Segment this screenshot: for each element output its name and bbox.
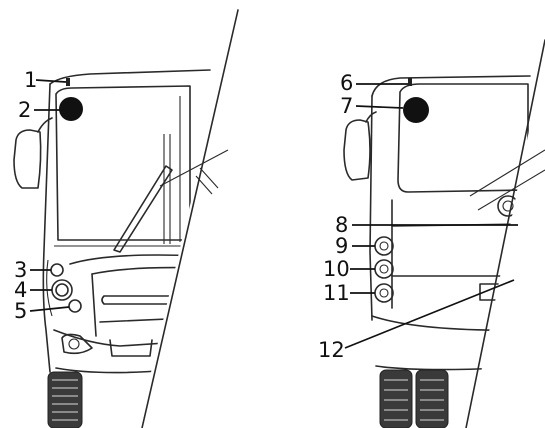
callout-label-3: 3 (14, 258, 27, 282)
callout-label-7: 7 (340, 94, 353, 118)
callout-12: 12 (318, 279, 515, 362)
callout-1: 1 (24, 68, 67, 92)
callout-label-5: 5 (14, 299, 27, 323)
callout-label-8: 8 (335, 213, 348, 237)
callout-label-1: 1 (24, 68, 37, 92)
bus-front-view (13, 0, 545, 428)
callout-11: 11 (323, 281, 375, 305)
callout-6: 6 (340, 71, 408, 95)
callout-label-2: 2 (18, 98, 31, 122)
callout-4: 4 (14, 278, 52, 302)
callout-5: 5 (14, 299, 70, 323)
callout-2: 2 (18, 98, 60, 122)
callout-label-11: 11 (323, 281, 350, 305)
callout-7: 7 (340, 94, 404, 118)
callout-label-10: 10 (323, 257, 350, 281)
callout-10: 10 (323, 257, 375, 281)
callout-9: 9 (335, 234, 375, 258)
callout-label-4: 4 (14, 278, 27, 302)
callout-8: 8 (335, 213, 518, 237)
callout-label-9: 9 (335, 234, 348, 258)
callout-label-6: 6 (340, 71, 353, 95)
callout-label-12: 12 (318, 338, 345, 362)
callout-3: 3 (14, 258, 51, 282)
